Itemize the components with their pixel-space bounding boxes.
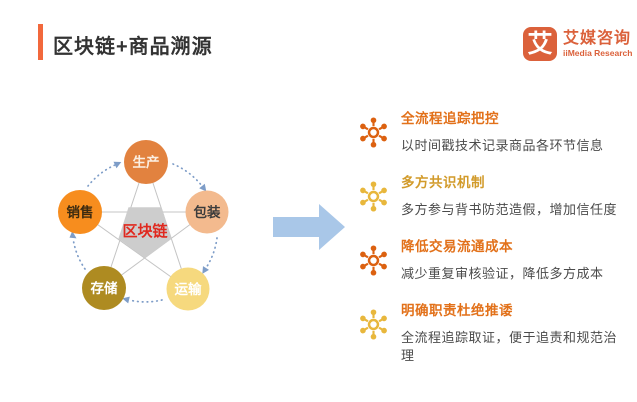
list-item: 降低交易流通成本 减少重复审核验证，降低多方成本 xyxy=(358,238,630,287)
iimedia-logo: 艾 艾媒咨询 iiMedia Research xyxy=(523,27,632,61)
node-storage-label: 存储 xyxy=(91,280,118,296)
feature-description: 全流程追踪取证，便于追责和规范治理 xyxy=(401,330,618,363)
feature-description: 减少重复审核验证，降低多方成本 xyxy=(401,266,604,281)
center-pentagon xyxy=(118,207,172,258)
title-accent-bar xyxy=(38,24,43,60)
flow-arrowheads xyxy=(69,161,209,304)
feature-list: 全流程追踪把控 以时间戳技术记录商品各环节信息 多方共识机制 多方参与背书防范造… xyxy=(358,110,630,366)
feature-description: 以时间戳技术记录商品各环节信息 xyxy=(401,138,604,153)
node-storage: 存储 xyxy=(82,266,126,310)
node-sales-circle xyxy=(58,190,102,234)
flow-arcs xyxy=(72,163,218,303)
hub-node-icon xyxy=(360,181,387,212)
list-item: 明确职责杜绝推诿 全流程追踪取证，便于追责和规范治理 xyxy=(358,302,630,363)
feature-title: 全流程追踪把控 xyxy=(401,111,499,126)
node-transport-circle xyxy=(166,267,210,311)
feature-title: 降低交易流通成本 xyxy=(401,239,513,254)
feature-text: 多方共识机制 多方参与背书防范造假，增加信任度 xyxy=(401,174,617,219)
node-production-circle xyxy=(124,140,168,184)
node-sales-label: 销售 xyxy=(67,204,94,220)
node-storage-circle xyxy=(82,266,126,310)
node-packaging-label: 包装 xyxy=(194,204,221,220)
feature-title: 明确职责杜绝推诿 xyxy=(401,303,513,318)
node-production-label: 生产 xyxy=(133,154,160,170)
center-label: 区块链 xyxy=(122,222,168,240)
right-arrow-icon xyxy=(273,204,345,250)
page-title: 区块链+商品溯源 xyxy=(53,36,213,58)
feature-text: 全流程追踪把控 以时间戳技术记录商品各环节信息 xyxy=(401,110,604,155)
feature-description: 多方参与背书防范造假，增加信任度 xyxy=(401,202,618,217)
feature-text: 降低交易流通成本 减少重复审核验证，降低多方成本 xyxy=(401,238,604,283)
traceability-cycle-diagram: 区块链 生产 包装 运输 存储 销售 xyxy=(58,140,229,311)
node-packaging-circle xyxy=(185,190,229,234)
node-transport: 运输 xyxy=(166,267,210,311)
hub-node-icon xyxy=(360,117,387,148)
logo-name-en: iiMedia Research xyxy=(563,48,633,59)
hub-node-icon xyxy=(360,245,387,276)
feature-title: 多方共识机制 xyxy=(401,175,485,190)
node-transport-label: 运输 xyxy=(175,281,202,297)
feature-text: 明确职责杜绝推诿 全流程追踪取证，便于追责和规范治理 xyxy=(401,302,630,365)
node-production: 生产 xyxy=(124,140,168,184)
logo-text: 艾媒咨询 iiMedia Research xyxy=(563,27,632,58)
iimedia-logo-icon: 艾 xyxy=(523,27,557,61)
hub-node-icon xyxy=(360,309,387,340)
node-packaging: 包装 xyxy=(185,190,229,234)
node-sales: 销售 xyxy=(58,190,102,234)
logo-name-cn: 艾媒咨询 xyxy=(563,30,632,47)
list-item: 多方共识机制 多方参与背书防范造假，增加信任度 xyxy=(358,174,630,223)
list-item: 全流程追踪把控 以时间戳技术记录商品各环节信息 xyxy=(358,110,630,159)
